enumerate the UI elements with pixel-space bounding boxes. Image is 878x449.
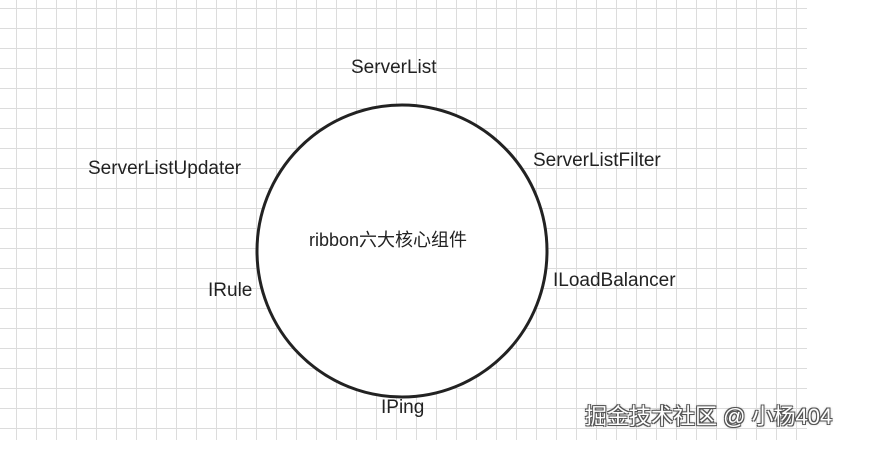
core-circle: [255, 103, 549, 399]
grid-mask-right: [807, 0, 878, 449]
node-iloadbalancer: ILoadBalancer: [553, 270, 676, 291]
node-serverlist: ServerList: [351, 57, 437, 78]
node-serverlistupdater: ServerListUpdater: [88, 158, 242, 179]
node-serverlistfilter: ServerListFilter: [533, 150, 661, 171]
node-irule: IRule: [208, 280, 253, 301]
center-label: ribbon六大核心组件: [309, 230, 468, 250]
node-iping: IPing: [381, 397, 425, 418]
watermark: 掘金技术社区 @ 小杨404: [585, 404, 833, 429]
grid-mask-bottom: [0, 440, 878, 449]
